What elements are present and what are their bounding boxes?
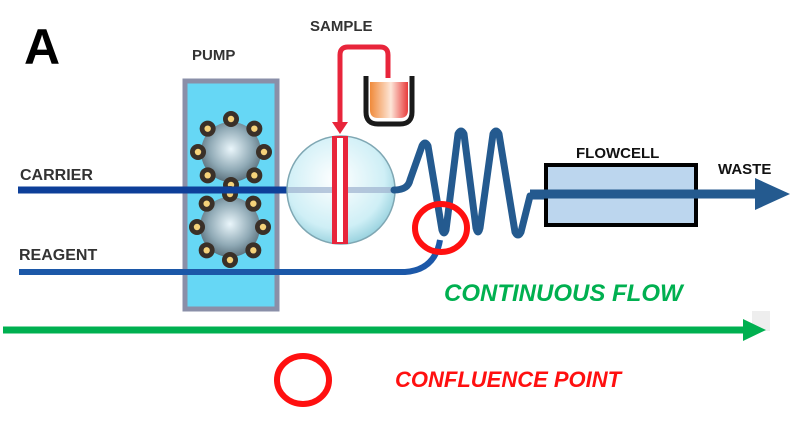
- carrier-label: CARRIER: [20, 167, 93, 184]
- sample-cup: [363, 76, 415, 127]
- waste-label: WASTE: [718, 161, 771, 178]
- sample-label: SAMPLE: [310, 18, 373, 35]
- pump-roller-hub: [194, 148, 202, 156]
- pump-roller-hub: [251, 125, 258, 132]
- continuous-flow-label: CONTINUOUS FLOW: [444, 280, 685, 307]
- pump-rotor-top: [190, 111, 272, 193]
- pump-roller-hub: [204, 125, 211, 132]
- pump-roller-hub: [204, 172, 211, 179]
- pump-roller-hub: [227, 115, 235, 123]
- injection-valve: [286, 135, 396, 245]
- continuous-flow-arrowhead: [743, 319, 766, 341]
- confluence-point-label: CONFLUENCE POINT: [395, 367, 623, 392]
- panel-label: A: [24, 19, 60, 75]
- legend-confluence-icon: [274, 353, 332, 407]
- pump-roller-hub: [250, 247, 257, 254]
- confluence-marker: [412, 201, 470, 255]
- pump-roller-hub: [203, 247, 210, 254]
- pump-roller-hub: [259, 223, 267, 231]
- waste-arrowhead: [755, 178, 790, 210]
- sample-line: [337, 44, 391, 130]
- sample-arrowhead: [332, 122, 348, 134]
- pump-roller-hub: [260, 148, 268, 156]
- reagent-tube: [19, 239, 443, 275]
- reaction-coil: [390, 127, 549, 239]
- flowcell-label: FLOWCELL: [576, 145, 659, 162]
- pump-roller-hub: [250, 200, 257, 207]
- pump-roller-hub: [226, 256, 234, 264]
- reagent-label: REAGENT: [19, 247, 97, 264]
- pump-roller-hub: [193, 223, 201, 231]
- pump-label: PUMP: [192, 47, 235, 64]
- pump-rotor-bottom: [189, 186, 271, 268]
- pump-roller-hub: [251, 172, 258, 179]
- pump-roller-hub: [203, 200, 210, 207]
